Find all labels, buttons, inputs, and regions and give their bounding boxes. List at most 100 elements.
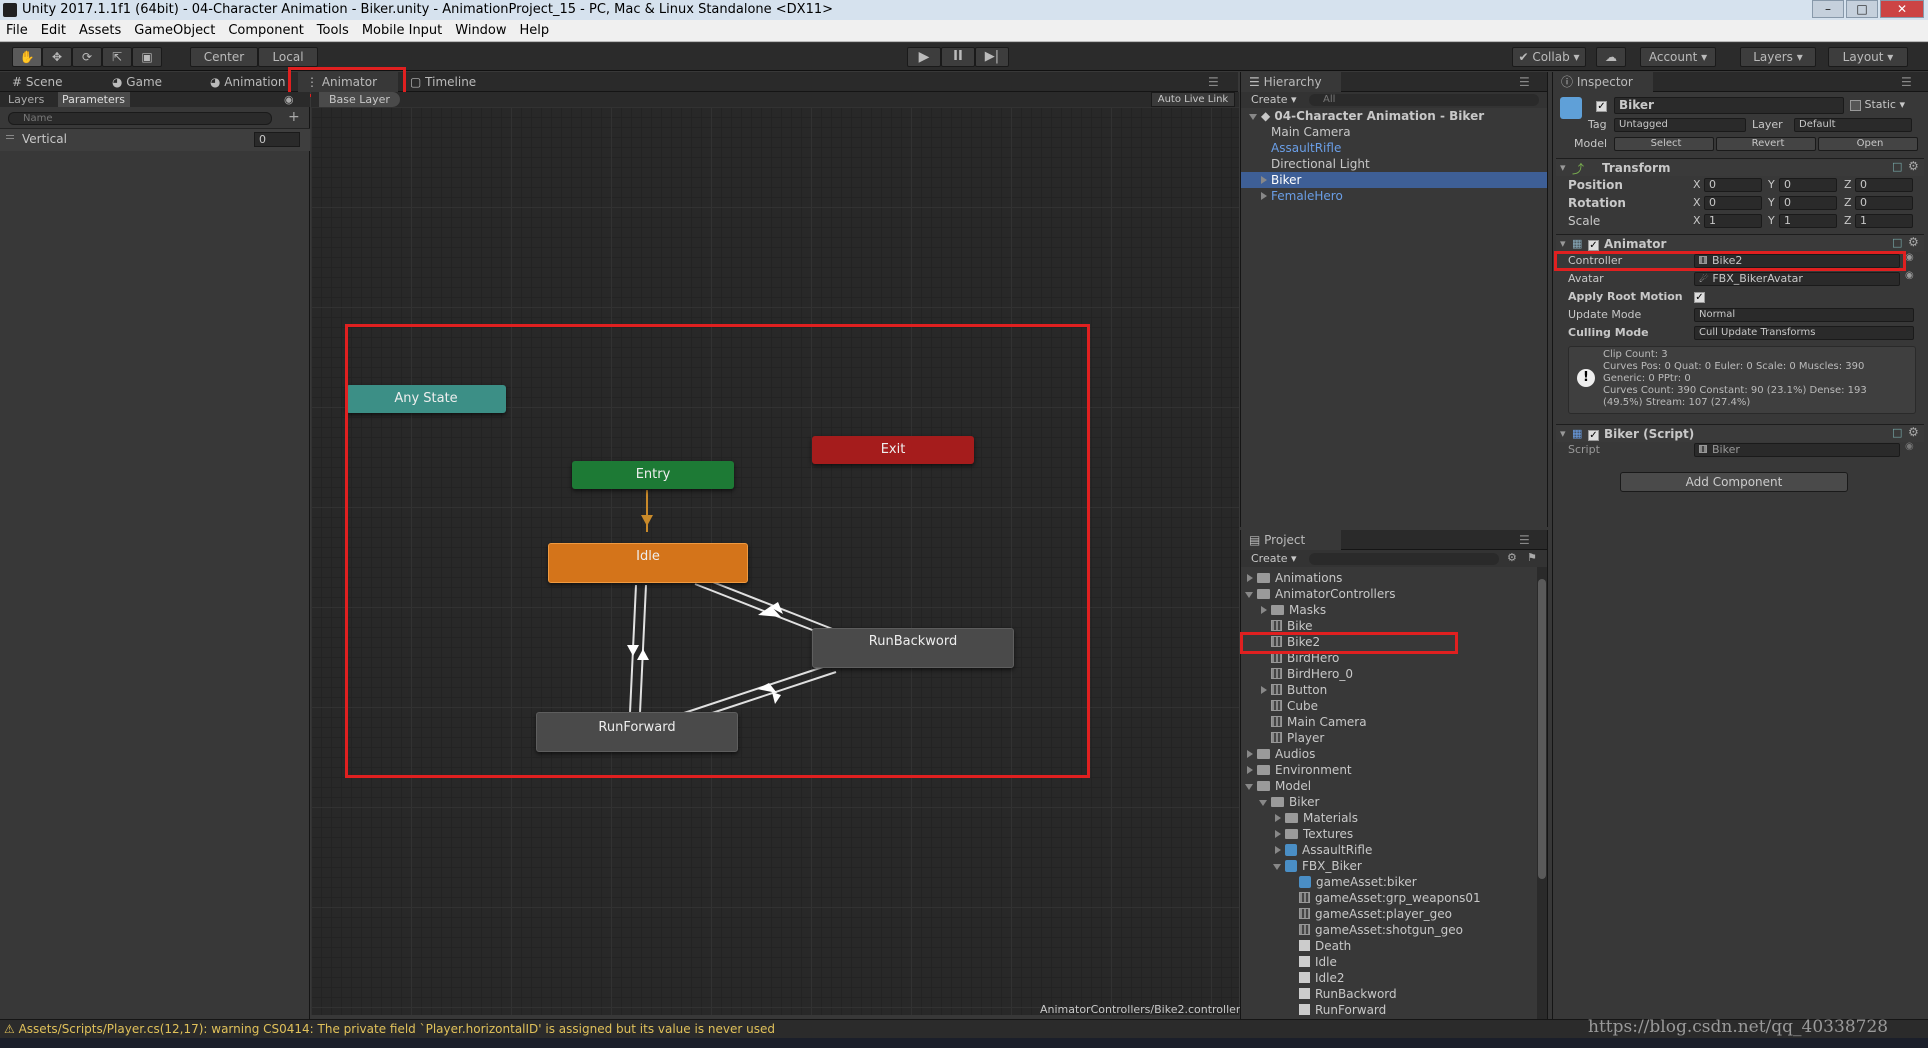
state-any-state[interactable]: Any State bbox=[346, 385, 506, 413]
hierarchy-item-biker[interactable]: Biker bbox=[1257, 172, 1301, 188]
close-button[interactable]: ✕ bbox=[1880, 0, 1924, 18]
object-picker-icon[interactable]: ◉ bbox=[1905, 270, 1914, 281]
static-toggle[interactable]: Static ▾ bbox=[1850, 98, 1905, 111]
collab-button[interactable]: ✔ Collab ▾ bbox=[1512, 47, 1586, 67]
rotate-tool-button[interactable]: ⟳ bbox=[72, 47, 102, 67]
project-item[interactable]: Player bbox=[1271, 730, 1324, 746]
menu-tools[interactable]: Tools bbox=[316, 23, 349, 38]
project-item[interactable]: gameAsset:shotgun_geo bbox=[1299, 922, 1463, 938]
tab-timeline[interactable]: ▢ Timeline bbox=[410, 75, 477, 89]
menu-mobile-input[interactable]: Mobile Input bbox=[361, 23, 443, 38]
project-item[interactable]: AssaultRifle bbox=[1271, 842, 1372, 858]
avatar-field[interactable]: ☄ FBX_BikerAvatar bbox=[1694, 272, 1900, 286]
animator-graph[interactable] bbox=[311, 107, 1239, 1015]
fold-arrow-icon[interactable] bbox=[1271, 810, 1285, 826]
gear-icon[interactable]: ⚙ bbox=[1908, 159, 1919, 173]
tab-game[interactable]: ◕ Game bbox=[112, 75, 163, 89]
model-open-button[interactable]: Open bbox=[1818, 137, 1918, 151]
project-item[interactable]: Materials bbox=[1271, 810, 1358, 826]
fold-arrow-icon[interactable] bbox=[1247, 108, 1261, 124]
layers-dropdown[interactable]: Layers ▾ bbox=[1740, 47, 1816, 67]
project-item[interactable]: Textures bbox=[1271, 826, 1353, 842]
hierarchy-item-femalehero[interactable]: FemaleHero bbox=[1257, 188, 1343, 204]
move-tool-button[interactable]: ✥ bbox=[42, 47, 72, 67]
state-exit[interactable]: Exit bbox=[812, 436, 974, 464]
tab-scene[interactable]: # Scene bbox=[12, 75, 63, 89]
rotation-z-field[interactable]: 0 bbox=[1855, 196, 1913, 210]
hierarchy-create-button[interactable]: Create ▾ bbox=[1251, 93, 1297, 106]
fold-arrow-icon[interactable] bbox=[1271, 826, 1285, 842]
project-item[interactable]: Death bbox=[1299, 938, 1351, 954]
state-runforward[interactable]: RunForward bbox=[536, 712, 738, 752]
hand-tool-button[interactable]: ✋ bbox=[12, 47, 42, 67]
pivot-local-button[interactable]: Local bbox=[258, 47, 318, 67]
tab-parameters[interactable]: Parameters bbox=[58, 92, 130, 107]
rect-tool-button[interactable]: ▣ bbox=[132, 47, 162, 67]
project-item[interactable]: Biker bbox=[1257, 794, 1319, 810]
rotation-y-field[interactable]: 0 bbox=[1779, 196, 1837, 210]
apply-root-motion-toggle[interactable]: ✓ bbox=[1694, 290, 1705, 305]
fold-arrow-icon[interactable]: ▾ bbox=[1560, 427, 1566, 440]
project-item[interactable]: AnimatorControllers bbox=[1243, 586, 1395, 602]
project-item[interactable]: Model bbox=[1243, 778, 1311, 794]
tab-layers[interactable]: Layers bbox=[8, 93, 45, 106]
fold-arrow-icon[interactable]: ▾ bbox=[1560, 161, 1566, 174]
console-status-bar[interactable]: ⚠ Assets/Scripts/Player.cs(12,17): warni… bbox=[0, 1019, 1928, 1038]
transition-idle-runbackword[interactable] bbox=[694, 578, 836, 636]
hierarchy-search-input[interactable]: All bbox=[1309, 94, 1539, 106]
step-button[interactable]: ▶| bbox=[975, 47, 1009, 67]
menu-gameobject[interactable]: GameObject bbox=[134, 23, 216, 38]
account-button[interactable]: Account ▾ bbox=[1640, 47, 1716, 67]
project-item[interactable]: Environment bbox=[1243, 762, 1352, 778]
add-component-button[interactable]: Add Component bbox=[1620, 472, 1848, 492]
fold-arrow-icon[interactable] bbox=[1243, 586, 1257, 602]
project-scrollbar-thumb[interactable] bbox=[1538, 579, 1546, 879]
fold-arrow-icon[interactable] bbox=[1271, 858, 1285, 874]
pivot-center-button[interactable]: Center bbox=[190, 47, 258, 67]
scale-z-field[interactable]: 1 bbox=[1855, 214, 1913, 228]
project-item[interactable]: gameAsset:grp_weapons01 bbox=[1299, 890, 1481, 906]
parameter-row[interactable]: Vertical 0 bbox=[0, 129, 310, 151]
fold-arrow-icon[interactable] bbox=[1257, 188, 1271, 204]
project-item[interactable]: BirdHero_0 bbox=[1271, 666, 1353, 682]
help-icon[interactable]: □ bbox=[1892, 160, 1903, 173]
controller-field[interactable]: Bike2 bbox=[1694, 254, 1900, 268]
project-item[interactable]: Animations bbox=[1243, 570, 1342, 586]
add-parameter-button[interactable]: + bbox=[288, 109, 300, 125]
parameter-name[interactable]: Vertical bbox=[22, 132, 67, 146]
tab-hierarchy[interactable]: ☰ Hierarchy bbox=[1241, 72, 1341, 92]
tab-animator[interactable]: ⋮ Animator bbox=[298, 72, 398, 92]
scale-tool-button[interactable]: ⇱ bbox=[102, 47, 132, 67]
transition-idle-runforward[interactable] bbox=[627, 584, 649, 714]
static-checkbox-icon[interactable] bbox=[1850, 99, 1861, 111]
update-mode-dropdown[interactable]: Normal bbox=[1694, 308, 1914, 322]
state-runbackword[interactable]: RunBackword bbox=[812, 628, 1014, 668]
checkbox-icon[interactable]: ✓ bbox=[1694, 292, 1705, 303]
state-entry[interactable]: Entry bbox=[572, 461, 734, 489]
tag-icon[interactable]: ⚑ bbox=[1527, 551, 1537, 564]
hierarchy-item-directional-light[interactable]: Directional Light bbox=[1271, 157, 1370, 171]
breadcrumb-base-layer[interactable]: Base Layer bbox=[319, 92, 400, 107]
animator-enabled-toggle[interactable]: ✓ bbox=[1588, 238, 1599, 253]
fold-arrow-icon[interactable] bbox=[1271, 842, 1285, 858]
fold-arrow-icon[interactable] bbox=[1243, 778, 1257, 794]
transform-header[interactable]: ▾ ⤴ Transform □ ⚙ bbox=[1556, 158, 1924, 176]
fold-arrow-icon[interactable] bbox=[1243, 746, 1257, 762]
panel-menu-icon[interactable]: ☰ bbox=[1208, 75, 1219, 89]
inspector-menu-icon[interactable]: ☰ bbox=[1901, 75, 1912, 89]
menu-help[interactable]: Help bbox=[519, 23, 550, 38]
project-item[interactable]: Button bbox=[1257, 682, 1327, 698]
checkbox-icon[interactable]: ✓ bbox=[1588, 430, 1599, 441]
pause-button[interactable]: II bbox=[941, 47, 975, 67]
project-create-button[interactable]: Create ▾ bbox=[1251, 552, 1297, 565]
project-item[interactable]: gameAsset:player_geo bbox=[1299, 906, 1452, 922]
drag-handle-icon[interactable] bbox=[6, 135, 14, 136]
play-button[interactable]: ▶ bbox=[907, 47, 941, 67]
project-item[interactable]: gameAsset:biker bbox=[1299, 874, 1417, 890]
fold-arrow-icon[interactable]: ▾ bbox=[1560, 237, 1566, 250]
project-menu-icon[interactable]: ☰ bbox=[1519, 533, 1530, 547]
project-item[interactable]: Main Camera bbox=[1271, 714, 1367, 730]
layout-dropdown[interactable]: Layout ▾ bbox=[1828, 47, 1908, 67]
project-item[interactable]: Cube bbox=[1271, 698, 1318, 714]
animator-component-header[interactable]: ▾ ▦ ✓ Animator □ ⚙ bbox=[1556, 234, 1924, 252]
